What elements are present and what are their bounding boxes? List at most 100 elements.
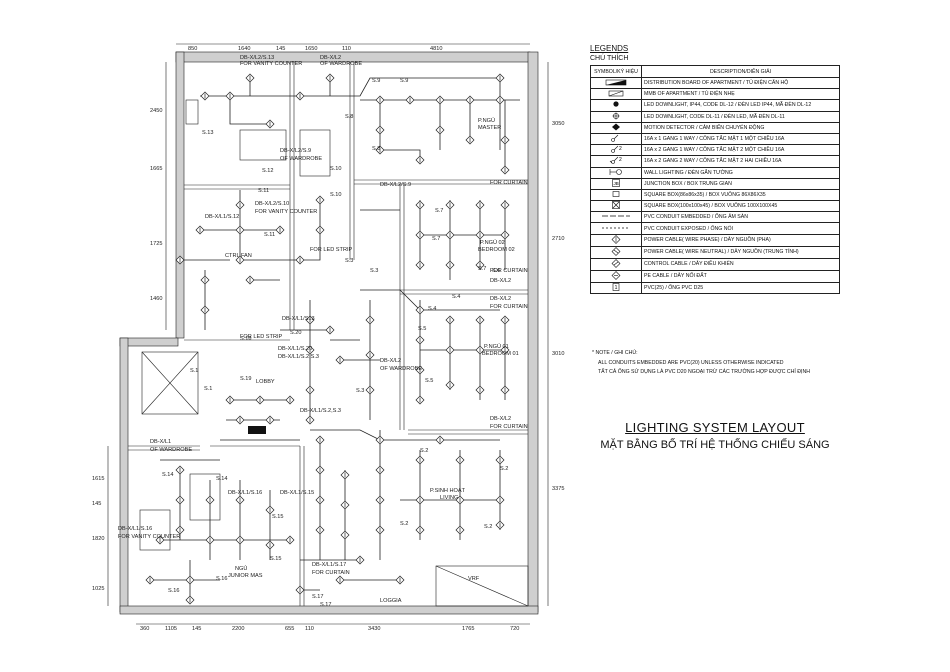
label-db3: DB-X/L1/S.2,S.3 [278,354,319,360]
legend-row: POWER CABLE( WIRE PHASE) / DÂY NGUỒN (PH… [590,233,840,247]
svg-text:2: 2 [619,146,622,152]
wall-lighting-icon [590,166,642,179]
svg-text:1: 1 [615,285,618,291]
dim-left-5: 1615 [92,476,104,482]
switch-label: S.8 [372,146,380,152]
square-box-large-icon [590,200,642,213]
legend-desc: LED DOWNLIGHT, CODE DL-11 / ĐÈN LED, MÃ … [641,110,840,123]
dim-left-3: 1725 [150,241,162,247]
junction-box-icon: JB [590,177,642,190]
switch-2gang-2way-icon: 2 [590,155,642,168]
label-wardrobe-top: DB-X/L2 [320,55,341,61]
label-curtain3: DB-X/L2 [490,296,511,302]
label-bedroom-01: P.NGỦ 01 [484,343,509,350]
dim-left-6: 145 [92,501,101,507]
distribution-board-icon [590,76,642,90]
label-db8: DB-X/L1 [150,439,171,445]
legend-row: WALL LIGHTING / ĐÈN GẮN TƯỜNG [590,166,840,179]
label-wardrobe2b: OF WARDROBE [280,156,322,162]
legend-desc: DISTRIBUTION BOARD OF APARTMENT / TỦ ĐIỆ… [641,76,840,90]
switch-label: S.16 [168,588,180,594]
label-db6: DB-X/L1/S.15 [280,490,314,496]
switch-label: S.9 [400,78,408,84]
label-db7: DB-X/L1/S.16 [118,526,152,532]
label-bedroom-01b: BEDROOM 01 [482,351,519,357]
label-bedroom-02: P.NGỦ 02 [480,239,505,246]
label-curtain5: DB-X/L1/S.17 [312,562,346,568]
switch-label: S.5 [418,326,426,332]
label-vrf: VRF [468,576,480,582]
dim-bottom-8: 1765 [462,626,474,632]
legend-row: 1 PVC(25) / ỐNG PVC D25 [590,281,840,294]
label-db5: DB-X/L1/S.16 [228,490,262,496]
notes-line2: TẤT CẢ ỐNG SỬ DỤNG LÀ PVC D20 NGOẠI TRỪ … [598,369,810,375]
label-wardrobe-topb: OF WARDROBE [320,61,362,67]
label-curtain2b: DB-X/L2 [490,278,511,284]
label-led-strip2: FOR LED STRIP [240,334,283,340]
legend-row: PVC CONDUIT EXPOSED / ỐNG NỔI [590,222,840,235]
switch-label: S.19 [240,376,252,382]
wall-bottom [119,605,539,615]
label-living: P.SINH HOẠT [430,488,466,494]
dim-right-1: 3050 [552,121,564,127]
switch-label: S.17 [320,602,332,608]
legend-desc: PVC(25) / ỐNG PVC D25 [641,281,840,294]
label-loggia: LOGGIA [380,598,402,604]
dim-bottom-3: 145 [192,626,201,632]
switch-label: S.15 [272,514,284,520]
legend-desc: SQUARE BOX(100x100x45) / BOX VUÔNG 100X1… [641,200,840,213]
dim-top-3: 145 [276,46,285,52]
notes-line1: ALL CONDUITS EMBEDDED ARE PVC(20) UNLESS… [598,359,784,366]
label-db1: DB-X/L1/S13 [282,316,315,322]
label-db2: DB-X/L1/S.20 [278,346,312,352]
switch-label: S.7 [432,236,440,242]
legend-desc: PVC CONDUIT EXPOSED / ỐNG NỔI [641,222,840,235]
dim-left-4: 1460 [150,296,162,302]
switch-label: S.14 [162,472,174,478]
switch-label: S.10 [330,166,342,172]
label-curtain4: DB-X/L2 [490,416,511,422]
led-downlight-icon [590,110,642,123]
motion-detector-icon [590,121,642,134]
legend-desc: POWER CABLE( WIRE PHASE) / DÂY NGUỒN (PH… [641,233,840,247]
label-db7b: FOR VANITY COUNTER [118,534,180,540]
label-bedroom-master: P.NGỦ [478,117,495,124]
switch-label: S.9 [372,78,380,84]
legend-col-desc: DESCRIPTION/DIỄN GIẢI [641,65,840,78]
label-livingb: LIVING [440,495,458,501]
legend-desc: PE CABLE / DÂY NỐI ĐẤT [641,269,840,283]
dim-left-8: 1025 [92,586,104,592]
dim-top-5: 110 [342,46,351,52]
legend-desc: 16A x 1 GANG 1 WAY / CÔNG TẮC MẶT 1 MỘT … [641,132,840,146]
label-ctrl-fan: CTRL FAN [225,253,252,259]
legend-row: SQUARE BOX(86x86x35) / BOX VUÔNG 86X86X3… [590,188,840,202]
switch-label: S.17 [312,594,324,600]
control-cable-icon [590,257,642,271]
pvc-conduit-embedded-icon [590,211,642,224]
switch-label: S.2 [420,448,428,454]
legend-row: CONTROL CABLE / DÂY ĐIỀU KHIỂN [590,257,840,271]
dim-top-2: 1640 [238,46,250,52]
distribution-board [248,426,266,434]
switch-label: S.1 [190,368,198,374]
legend-desc: SQUARE BOX(86x86x35) / BOX VUÔNG 86X86X3… [641,188,840,202]
switch-label: S.2 [484,524,492,530]
legend-desc: MMB OF APARTMENT / TỦ ĐIỆN NHẸ [641,88,840,101]
legend-row: MMB OF APARTMENT / TỦ ĐIỆN NHẸ [590,88,840,101]
mmb-icon [590,88,642,101]
legend-row: 16A x 1 GANG 1 WAY / CÔNG TẮC MẶT 1 MỘT … [590,132,840,146]
wall-left-lower [119,337,129,613]
label-wc1: DB-X/L2/S.13 [240,55,274,61]
svg-text:2: 2 [619,157,622,163]
switch-label: S.20 [290,330,302,336]
title-vn: MẶT BẰNG BỐ TRÍ HỆ THỐNG CHIẾU SÁNG [600,439,830,451]
power-cable-phase-icon [590,233,642,247]
legend-desc: POWER CABLE( WIRE NEUTRAL) / DÂY NGUỒN (… [641,245,840,259]
switch-label: S.6 [492,268,500,274]
label-bedroom-masterb: MASTER [478,125,501,131]
label-curtain1: DB-X/L2/S.9 [380,182,411,188]
switch-label: S.13 [202,130,214,136]
label-db9b: OF WARDROBE [380,366,422,372]
